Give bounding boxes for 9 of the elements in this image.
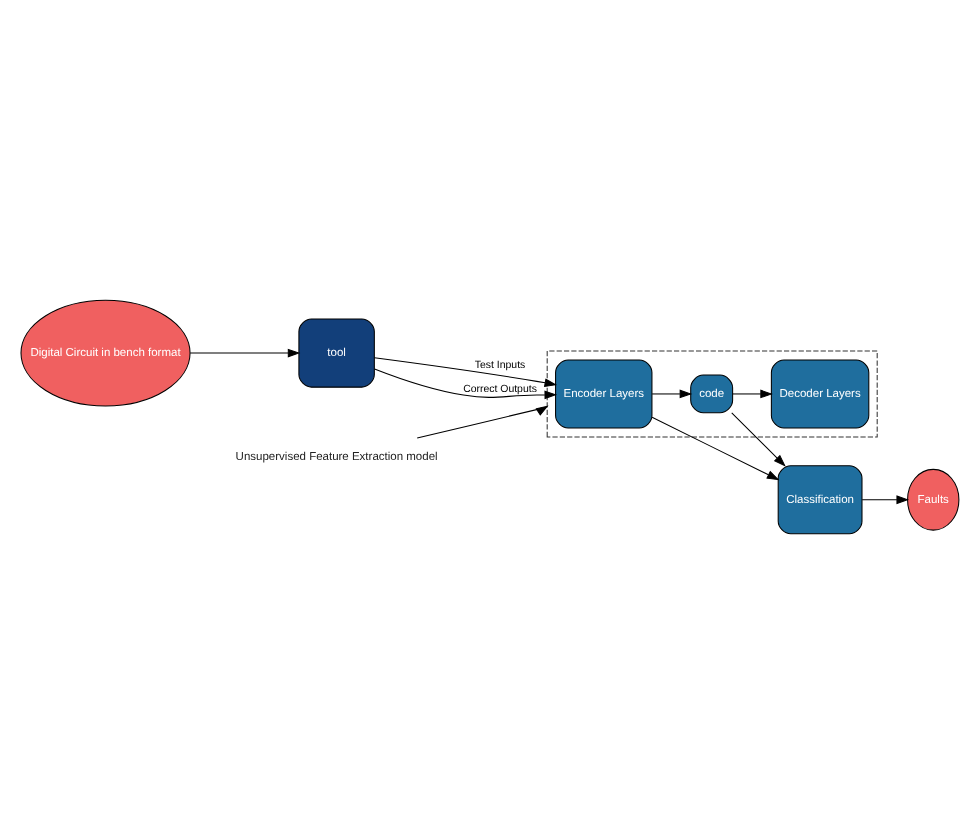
arrow [861, 495, 910, 505]
arrow [374, 368, 558, 400]
arrow [416, 405, 549, 439]
arrow [732, 389, 773, 399]
arrow [373, 357, 558, 388]
arrow [651, 389, 693, 399]
arrow [651, 416, 780, 481]
arrow [189, 348, 301, 358]
arrow [731, 412, 786, 467]
